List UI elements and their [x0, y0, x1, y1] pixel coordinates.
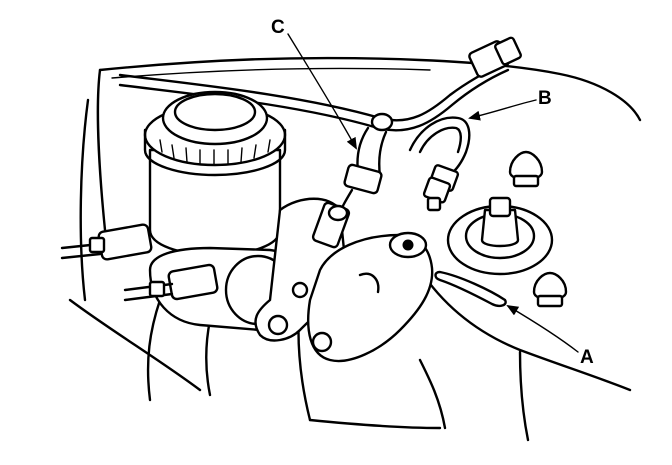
brake-line-port-lower [167, 263, 219, 301]
leader-line-a [506, 304, 579, 353]
label-a: A [580, 347, 594, 368]
cap-nut-lower [532, 271, 568, 308]
strut-mount [446, 196, 554, 276]
leader-line-c [287, 33, 357, 150]
brake-fluid-reservoir [143, 90, 287, 257]
label-b: B [538, 88, 552, 109]
strut-nut [488, 196, 512, 218]
reservoir-cap [161, 90, 269, 146]
callout-leaders [287, 33, 579, 353]
body-panel [68, 56, 642, 442]
cap-nut-top [508, 150, 544, 188]
clip-a [434, 270, 507, 308]
label-c: C [271, 17, 285, 38]
pipe-b [408, 116, 471, 212]
brake-booster [307, 231, 434, 363]
leader-line-b [468, 99, 537, 121]
